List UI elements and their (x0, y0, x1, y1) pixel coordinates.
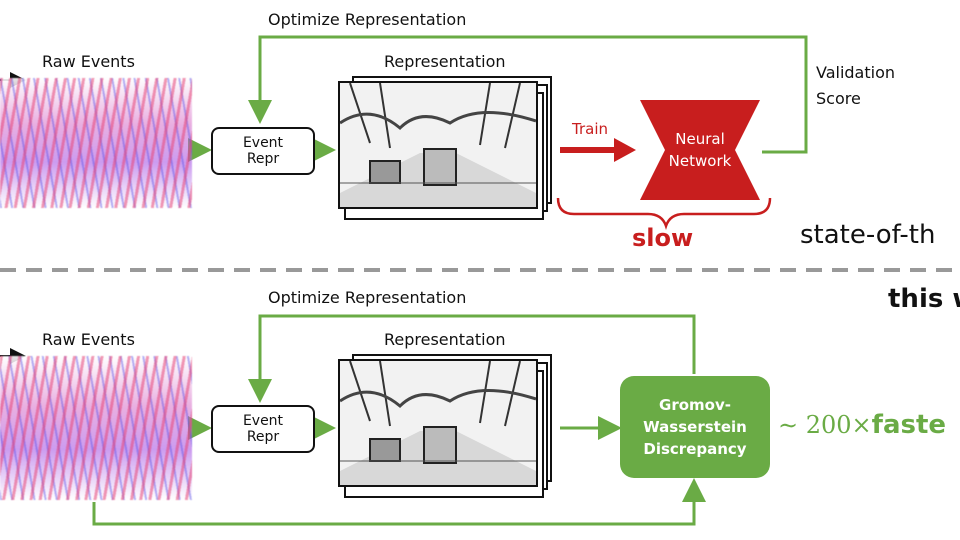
event-repr-box-top: Event Repr (211, 127, 315, 175)
gw-line3: Discrepancy (643, 440, 747, 458)
raw-events-label-bottom: Raw Events (42, 330, 135, 349)
street-scene-sketch-bottom (340, 361, 536, 485)
feedback-loop-top (248, 35, 808, 154)
event-repr-line2-top: Repr (246, 151, 280, 167)
representation-label-top: Representation (384, 52, 506, 71)
neural-network-shape (640, 100, 760, 200)
this-work-label: this w (888, 284, 960, 314)
optimize-label-bottom: Optimize Representation (268, 288, 467, 307)
train-label: Train (572, 120, 608, 138)
neural-network-line2: Network (668, 152, 732, 170)
validation-line2: Score (816, 89, 861, 108)
event-repr-line1-bottom: Event (242, 413, 284, 429)
slow-label: slow (632, 224, 694, 252)
arrow-events-to-gw (92, 478, 706, 526)
speedup-label: ∼ 200×faste (778, 410, 946, 440)
raw-events-label-top: Raw Events (42, 52, 135, 71)
train-arrow-head (614, 138, 636, 162)
street-scene-sketch-top (340, 83, 536, 207)
neural-network-label: Neural Network (640, 128, 760, 172)
event-repr-line1-top: Event (242, 135, 284, 151)
speedup-prefix: ∼ 200× (778, 411, 872, 439)
raw-events-image-bottom (0, 356, 192, 500)
raw-events-image-top (0, 78, 192, 208)
validation-line1: Validation (816, 63, 896, 82)
speedup-suffix: faste (871, 410, 947, 440)
representation-frame-front-top (338, 81, 538, 209)
validation-score-label: Validation Score (816, 60, 895, 112)
state-of-the-art-label: state-of-th (800, 220, 936, 250)
gromov-wasserstein-box: Gromov- Wasserstein Discrepancy (620, 376, 770, 478)
gw-line1: Gromov- (659, 396, 731, 414)
optimize-label-top: Optimize Representation (268, 10, 467, 29)
slow-brace (556, 197, 772, 230)
feedback-loop-bottom (248, 314, 696, 403)
representation-label-bottom: Representation (384, 330, 506, 349)
event-repr-line2-bottom: Repr (246, 429, 280, 445)
representation-frame-front-bottom (338, 359, 538, 487)
event-repr-box-bottom: Event Repr (211, 405, 315, 453)
gw-line2: Wasserstein (643, 418, 747, 436)
neural-network-line1: Neural (675, 130, 725, 148)
